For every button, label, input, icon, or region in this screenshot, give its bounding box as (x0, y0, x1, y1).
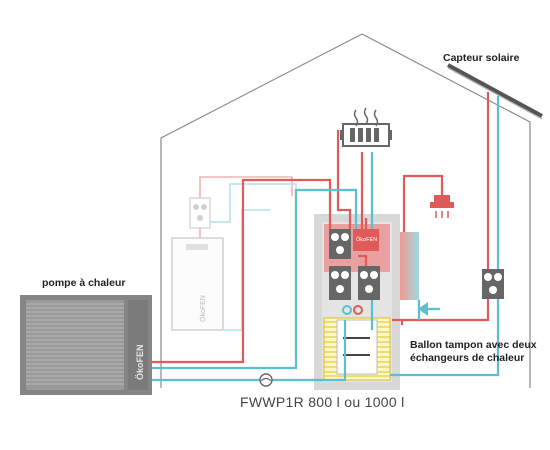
model-caption: FWWP1R 800 l ou 1000 l (240, 394, 405, 410)
buffer-tank-label-line2: échangeurs de chaleur (410, 352, 525, 364)
svg-text:ÖkoFEN: ÖkoFEN (199, 295, 207, 322)
fresh-water-station (400, 232, 419, 300)
cold-pipes (152, 96, 500, 382)
radiator-icon (340, 107, 392, 147)
solar-panel-icon (447, 63, 543, 120)
mixing-valve-icon (259, 373, 273, 387)
svg-text:ÖkoFEN: ÖkoFEN (356, 236, 377, 243)
tank-pump-modules: ÖkoFEN (329, 229, 380, 315)
buffer-tank-label: Ballon tampon avec deux échangeurs de ch… (410, 339, 537, 365)
heat-pump-label: pompe à chaleur (42, 277, 126, 289)
hot-pipes (152, 92, 490, 364)
heat-pump-brand-logo: ÖkoFEN (135, 344, 145, 380)
heat-pump-unit: ÖkoFEN (20, 295, 152, 395)
water-inlet-arrow-icon (418, 302, 428, 316)
solar-collector-label: Capteur solaire (443, 52, 520, 64)
house-outline (160, 33, 531, 388)
buffer-tank-label-line1: Ballon tampon avec deux (410, 339, 537, 351)
solar-pump-station (482, 269, 504, 299)
shower-icon (430, 195, 454, 218)
boiler-unit: ÖkoFEN (171, 176, 297, 331)
